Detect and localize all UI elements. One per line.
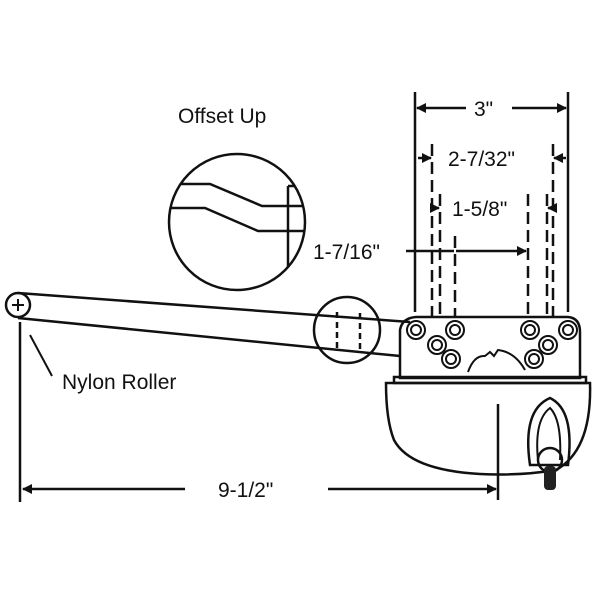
screw-group xyxy=(406,320,578,369)
offset-magnify-circle xyxy=(312,295,382,365)
dimension-2-7-32in: 2-7/32" xyxy=(418,148,566,171)
offset-detail-circle xyxy=(167,152,307,292)
dimension-1-5-8in-label: 1-5/8" xyxy=(452,198,507,221)
crank-knob xyxy=(526,396,571,490)
operator-housing xyxy=(384,315,592,500)
dimension-3in-label: 3" xyxy=(474,98,493,121)
dimension-1-7-16in: 1-7/16" xyxy=(313,241,527,264)
dimension-3in: 3" xyxy=(416,98,567,121)
dimension-1-5-8in: 1-5/8" xyxy=(430,198,557,221)
dimension-2-7-32in-label: 2-7/32" xyxy=(448,148,515,171)
dimension-9-1-2in: 9-1/2" xyxy=(18,322,497,502)
extension-lines xyxy=(413,92,570,318)
operator-arm xyxy=(4,291,411,365)
roller-leader-line xyxy=(29,334,53,377)
nylon-roller xyxy=(4,291,32,319)
dimension-9-1-2in-label: 9-1/2" xyxy=(218,479,273,502)
nylon-roller-label: Nylon Roller xyxy=(62,371,176,394)
dimension-1-7-16in-label: 1-7/16" xyxy=(313,241,380,264)
offset-up-label: Offset Up xyxy=(178,105,266,128)
